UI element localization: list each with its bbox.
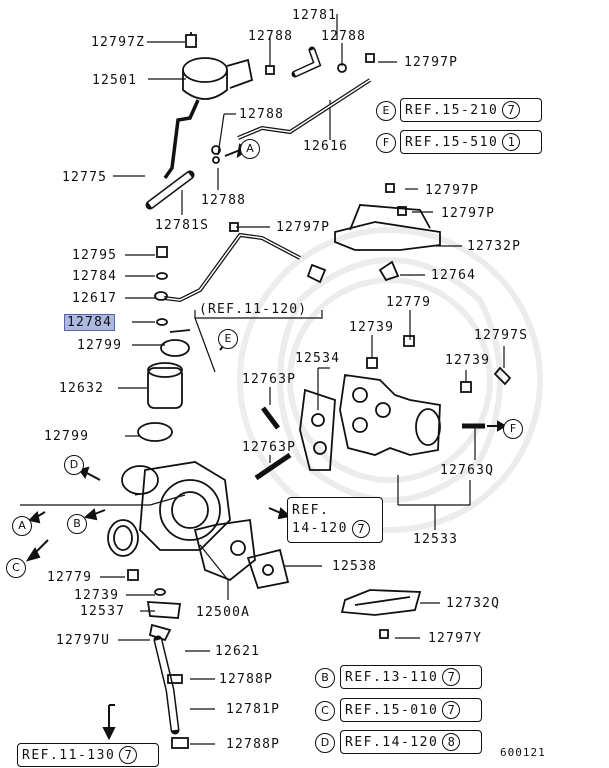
callout-a[interactable]: A	[12, 516, 32, 536]
callout-f[interactable]: F	[503, 419, 523, 439]
part-label-12781[interactable]: 12781	[292, 8, 338, 23]
part-label-12779[interactable]: 12779	[386, 295, 432, 310]
ref-text: REF.15-510	[405, 134, 499, 150]
ref-page-number: 7	[442, 668, 461, 686]
ref-11-120-label[interactable]: (REF.11-120)	[199, 302, 308, 317]
part-label-12732q[interactable]: 12732Q	[446, 596, 501, 611]
ref-text: REF.13-110	[345, 669, 439, 685]
ref-page-number: 7	[502, 101, 521, 119]
ref-page-number: 7	[442, 701, 461, 719]
ref-page-number: 1	[502, 133, 521, 151]
ref-page-number: 7	[119, 746, 138, 764]
part-label-12788[interactable]: 12788	[248, 29, 294, 44]
part-label-12732p[interactable]: 12732P	[467, 239, 522, 254]
part-label-12797s[interactable]: 12797S	[474, 328, 529, 343]
part-label-12617[interactable]: 12617	[72, 291, 118, 306]
part-drawings	[107, 32, 512, 749]
part-label-12775[interactable]: 12775	[62, 170, 108, 185]
ref-letter-f: F	[376, 133, 396, 153]
callout-a[interactable]: A	[240, 139, 260, 159]
ref-text: REF.15-210	[405, 102, 499, 118]
part-label-12797u[interactable]: 12797U	[56, 633, 111, 648]
part-label-12781s[interactable]: 12781S	[155, 218, 210, 233]
part-label-12534[interactable]: 12534	[295, 351, 341, 366]
part-label-12799[interactable]: 12799	[77, 338, 123, 353]
ref-letter-e: E	[376, 101, 396, 121]
part-label-12500a[interactable]: 12500A	[196, 605, 251, 620]
part-label-12538[interactable]: 12538	[332, 559, 378, 574]
callout-e[interactable]: E	[218, 329, 238, 349]
part-label-12788p[interactable]: 12788P	[226, 737, 281, 752]
part-label-12784-highlighted[interactable]: 12784	[64, 314, 116, 331]
diagram-code: 600121	[500, 746, 546, 759]
part-label-12797y[interactable]: 12797Y	[428, 631, 483, 646]
part-label-12797p[interactable]: 12797P	[404, 55, 459, 70]
callout-d[interactable]: D	[64, 455, 84, 475]
part-label-12799[interactable]: 12799	[44, 429, 90, 444]
part-label-12764[interactable]: 12764	[431, 268, 477, 283]
part-label-12797p[interactable]: 12797P	[276, 220, 331, 235]
part-label-12788[interactable]: 12788	[321, 29, 367, 44]
part-label-12632[interactable]: 12632	[59, 381, 105, 396]
part-label-12788[interactable]: 12788	[239, 107, 285, 122]
ref-page-number: 8	[442, 733, 461, 751]
part-label-12763p[interactable]: 12763P	[242, 372, 297, 387]
part-label-12788[interactable]: 12788	[201, 193, 247, 208]
part-label-12739[interactable]: 12739	[349, 320, 395, 335]
ref-page-number: 7	[351, 520, 370, 538]
callout-b[interactable]: B	[67, 514, 87, 534]
ref-text: REF.11-130	[22, 747, 116, 763]
part-label-12797z[interactable]: 12797Z	[91, 35, 146, 50]
ref-letter-b: B	[315, 668, 335, 688]
part-label-12781p[interactable]: 12781P	[226, 702, 281, 717]
part-label-12797p[interactable]: 12797P	[441, 206, 496, 221]
leader-lines	[20, 14, 505, 745]
ref-text: REF.14-120	[345, 734, 439, 750]
part-label-12779[interactable]: 12779	[47, 570, 93, 585]
callout-c[interactable]: C	[6, 558, 26, 578]
part-label-12795[interactable]: 12795	[72, 248, 118, 263]
part-label-12788p[interactable]: 12788P	[219, 672, 274, 687]
part-label-12533[interactable]: 12533	[413, 532, 459, 547]
part-label-12616[interactable]: 12616	[303, 139, 349, 154]
ref-text-line2: 14-120	[292, 521, 348, 536]
part-label-12739[interactable]: 12739	[74, 588, 120, 603]
part-label-12621[interactable]: 12621	[215, 644, 261, 659]
part-label-12739[interactable]: 12739	[445, 353, 491, 368]
part-label-12763p[interactable]: 12763P	[242, 440, 297, 455]
ref-letter-c: C	[315, 701, 335, 721]
part-label-12797p[interactable]: 12797P	[425, 183, 480, 198]
watermark	[237, 227, 543, 533]
part-label-12537[interactable]: 12537	[80, 604, 126, 619]
ref-text: REF.15-010	[345, 702, 439, 718]
part-label-12501[interactable]: 12501	[92, 73, 138, 88]
part-label-12763q[interactable]: 12763Q	[440, 463, 495, 478]
part-label-12784[interactable]: 12784	[72, 269, 118, 284]
ref-text-line1: REF.	[292, 503, 330, 518]
ref-letter-d: D	[315, 733, 335, 753]
